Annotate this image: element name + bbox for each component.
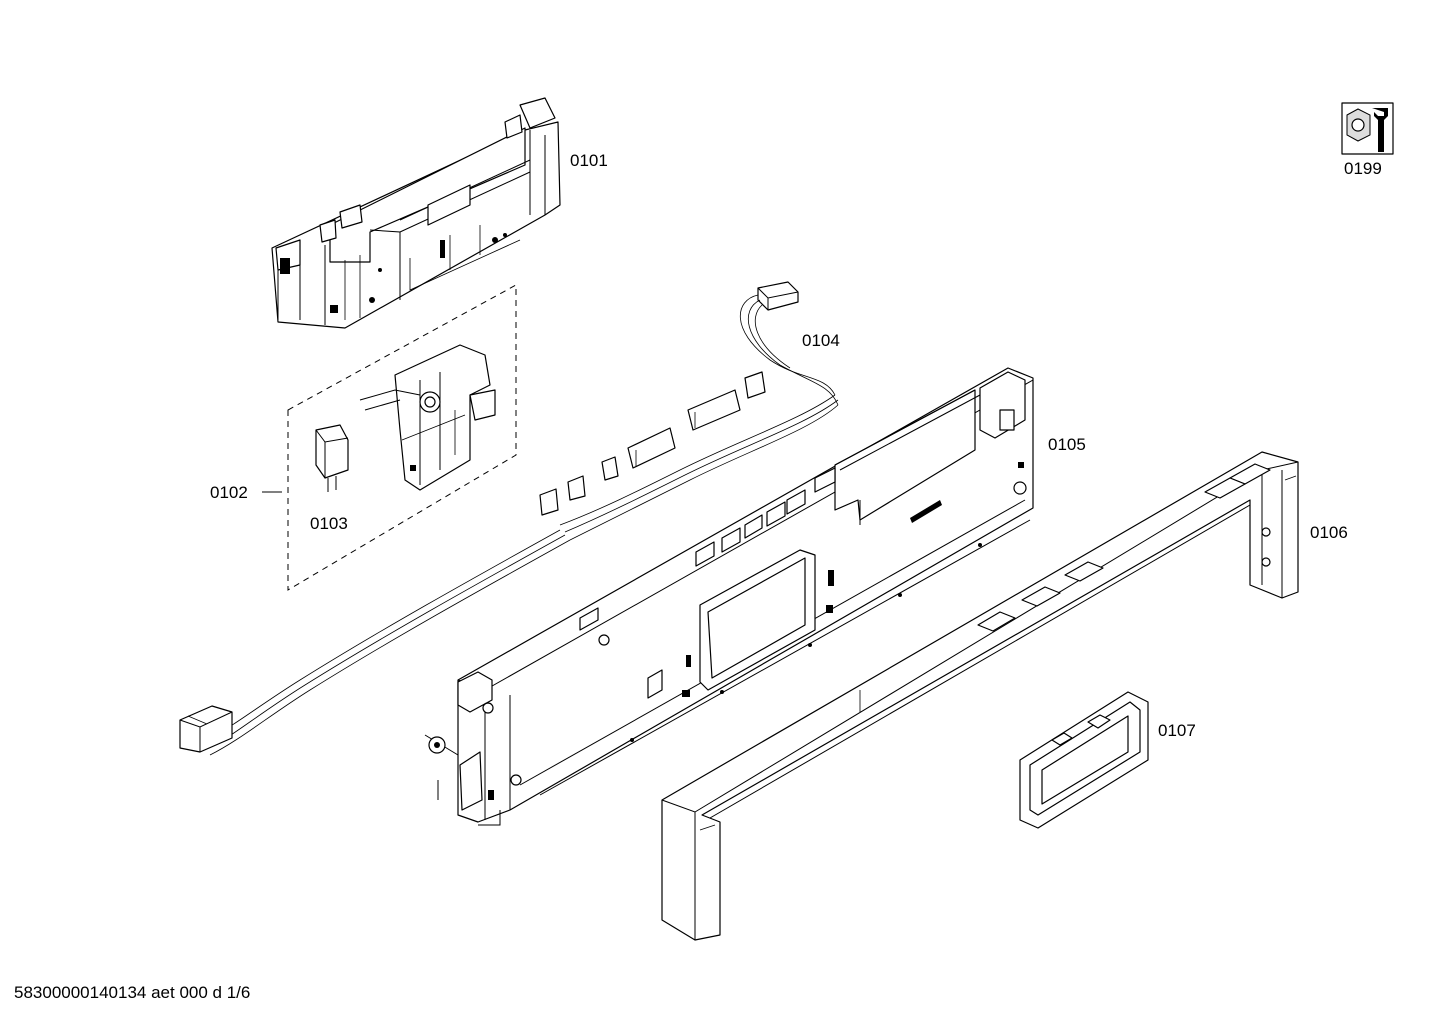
callout-0105: 0105 bbox=[1048, 435, 1086, 454]
diagram-reference-footer: 58300000140134 aet 000 d 1/6 bbox=[14, 983, 251, 1002]
part-0105-panel-frame[interactable] bbox=[424, 367, 1034, 826]
callout-0102: 0102 bbox=[210, 483, 248, 502]
callout-0199: 0199 bbox=[1344, 159, 1382, 178]
callout-0107: 0107 bbox=[1158, 721, 1196, 740]
callout-0101: 0101 bbox=[570, 151, 608, 170]
part-0106-front-trim[interactable] bbox=[661, 451, 1299, 941]
part-0101-control-module[interactable] bbox=[271, 97, 561, 329]
part-0102-door-switch[interactable] bbox=[359, 344, 496, 491]
nut-and-wrench-icon bbox=[1341, 102, 1394, 155]
callout-0106: 0106 bbox=[1310, 523, 1348, 542]
part-0102-group-outline bbox=[262, 284, 517, 591]
part-0104-wire-harness[interactable] bbox=[179, 281, 839, 756]
part-0107-handle-insert[interactable] bbox=[1019, 691, 1149, 829]
callout-0103: 0103 bbox=[310, 514, 348, 533]
part-0103-micro-switch[interactable] bbox=[315, 424, 349, 492]
callout-0104: 0104 bbox=[802, 331, 840, 350]
